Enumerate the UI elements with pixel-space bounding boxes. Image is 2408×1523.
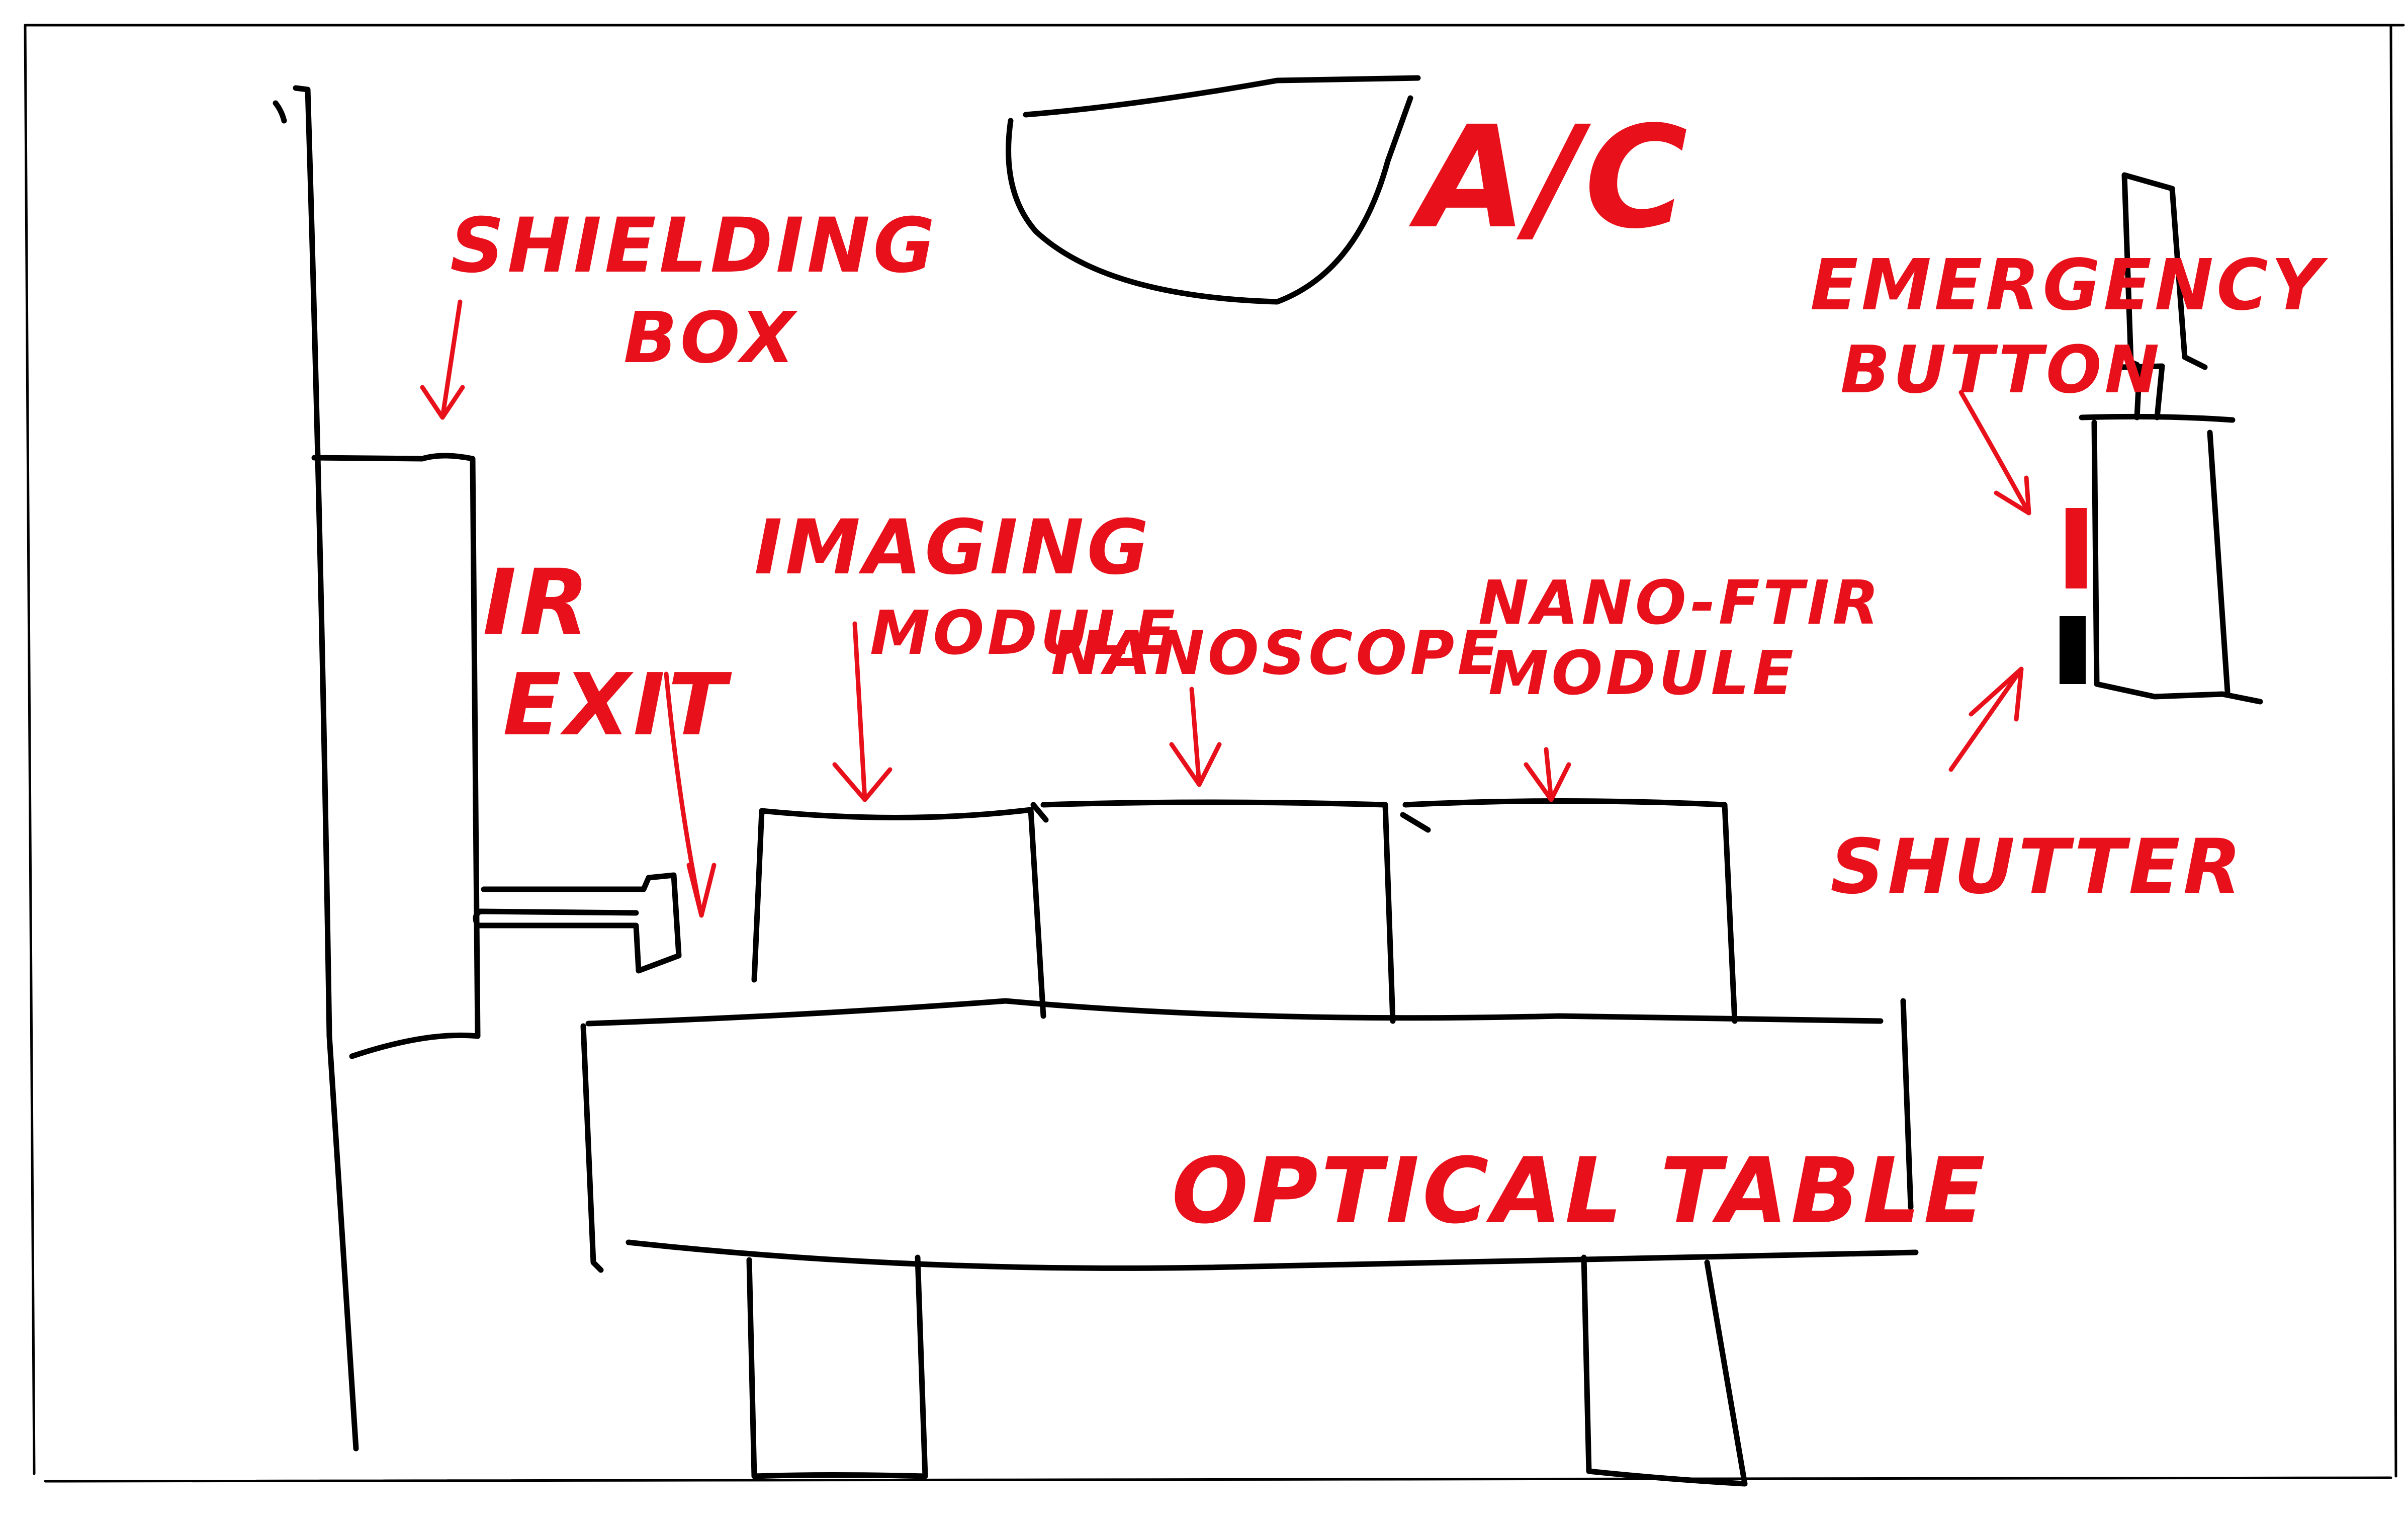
label-ir-exit-line1: IR xyxy=(483,550,592,655)
optical-table-leg-left xyxy=(746,1254,928,1479)
frame-right-line xyxy=(2389,24,2397,1478)
ac-unit xyxy=(1006,75,1421,305)
nano-ftir-module-box xyxy=(1400,798,1738,1024)
arrow-nano-ftir-module xyxy=(1524,747,1571,802)
shutter-switch-icon xyxy=(2060,616,2086,684)
label-nano-ftir-module-line1: NANO-FTIR xyxy=(1478,568,1882,638)
arrow-shutter xyxy=(1948,666,2024,772)
label-ac: A/C xyxy=(1407,96,1690,260)
optical-table xyxy=(580,998,1919,1487)
label-shielding-box-line2: BOX xyxy=(623,297,798,379)
frame-left-line xyxy=(24,24,36,1475)
shutter-stand xyxy=(2060,172,2263,705)
label-nanoscope: NANOSCOPE xyxy=(1051,619,1501,689)
frame-bottom-line xyxy=(44,1476,2392,1483)
arrow-imaging-module xyxy=(832,621,893,802)
arrow-shielding-box xyxy=(420,299,465,420)
imaging-module-box xyxy=(751,807,1046,1019)
label-ir-exit-line2: EXIT xyxy=(503,655,732,755)
arrow-ir-exit xyxy=(664,671,717,918)
optical-table-leg-right xyxy=(1581,1254,1748,1487)
arrow-emergency-button xyxy=(1958,390,2031,516)
label-imaging-module-line1: IMAGING xyxy=(754,504,1152,591)
nanoscope-box xyxy=(1030,799,1396,1024)
ir-exit-port xyxy=(473,872,682,974)
label-optical-table: OPTICAL TABLE xyxy=(1172,1139,1988,1244)
label-emergency-button-line2: BUTTON xyxy=(1840,331,2162,408)
label-shutter: SHUTTER xyxy=(1830,823,2244,911)
label-imaging-module-line2: MODULE xyxy=(870,599,1178,668)
label-nano-ftir-module-line2: MODULE xyxy=(1488,639,1797,709)
emergency-button-icon xyxy=(2066,508,2087,588)
shielding-box xyxy=(273,85,481,1452)
label-emergency-button-line1: EMERGENCY xyxy=(1810,244,2329,326)
arrow-nanoscope xyxy=(1169,687,1222,787)
label-shielding-box-line1: SHIELDING xyxy=(450,202,938,290)
